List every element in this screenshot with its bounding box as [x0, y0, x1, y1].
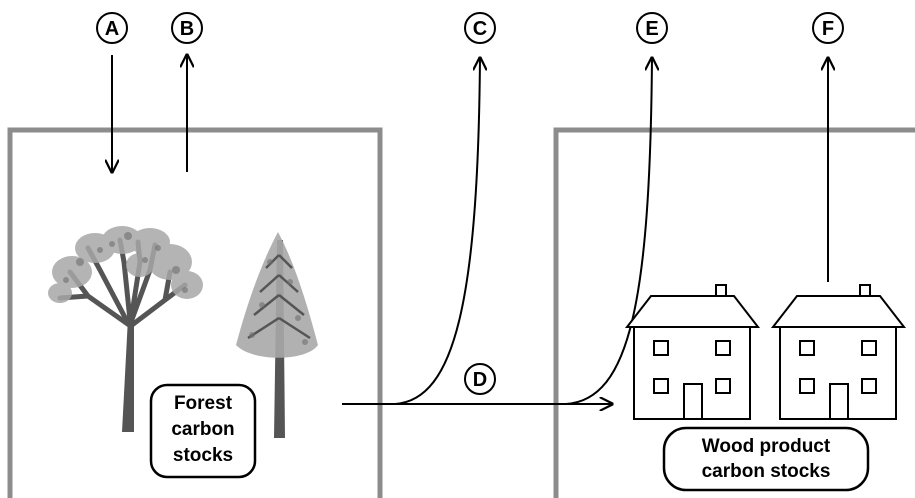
svg-text:E: E: [645, 18, 658, 40]
svg-text:B: B: [180, 18, 194, 40]
svg-text:F: F: [822, 18, 834, 40]
svg-text:A: A: [105, 18, 119, 40]
label-f: F: [812, 12, 844, 44]
wood-box-line1: Wood product: [702, 436, 831, 457]
wood-box-line2: carbon stocks: [702, 461, 831, 482]
svg-text:D: D: [473, 369, 487, 391]
house-icon: [624, 284, 761, 420]
label-c: C: [464, 12, 496, 44]
arrow-c: [394, 58, 480, 405]
forest-box-line2: carbon: [171, 419, 234, 440]
forest-box-line3: stocks: [173, 445, 233, 466]
forest-frame: [7, 127, 383, 498]
forest-box-line1: Forest: [174, 393, 233, 414]
svg-text:C: C: [473, 18, 487, 40]
conifer-tree-icon: [236, 232, 318, 438]
forest-carbon-stocks-box: Forest carbon stocks: [149, 383, 257, 479]
wood-product-carbon-stocks-box: Wood product carbon stocks: [662, 426, 870, 492]
house-icon: [770, 284, 907, 420]
deciduous-tree-icon: [48, 226, 203, 432]
label-e: E: [636, 12, 668, 44]
label-a: A: [96, 12, 128, 44]
label-d: D: [464, 363, 496, 395]
label-b: B: [171, 12, 203, 44]
wood-product-frame: [553, 127, 915, 498]
